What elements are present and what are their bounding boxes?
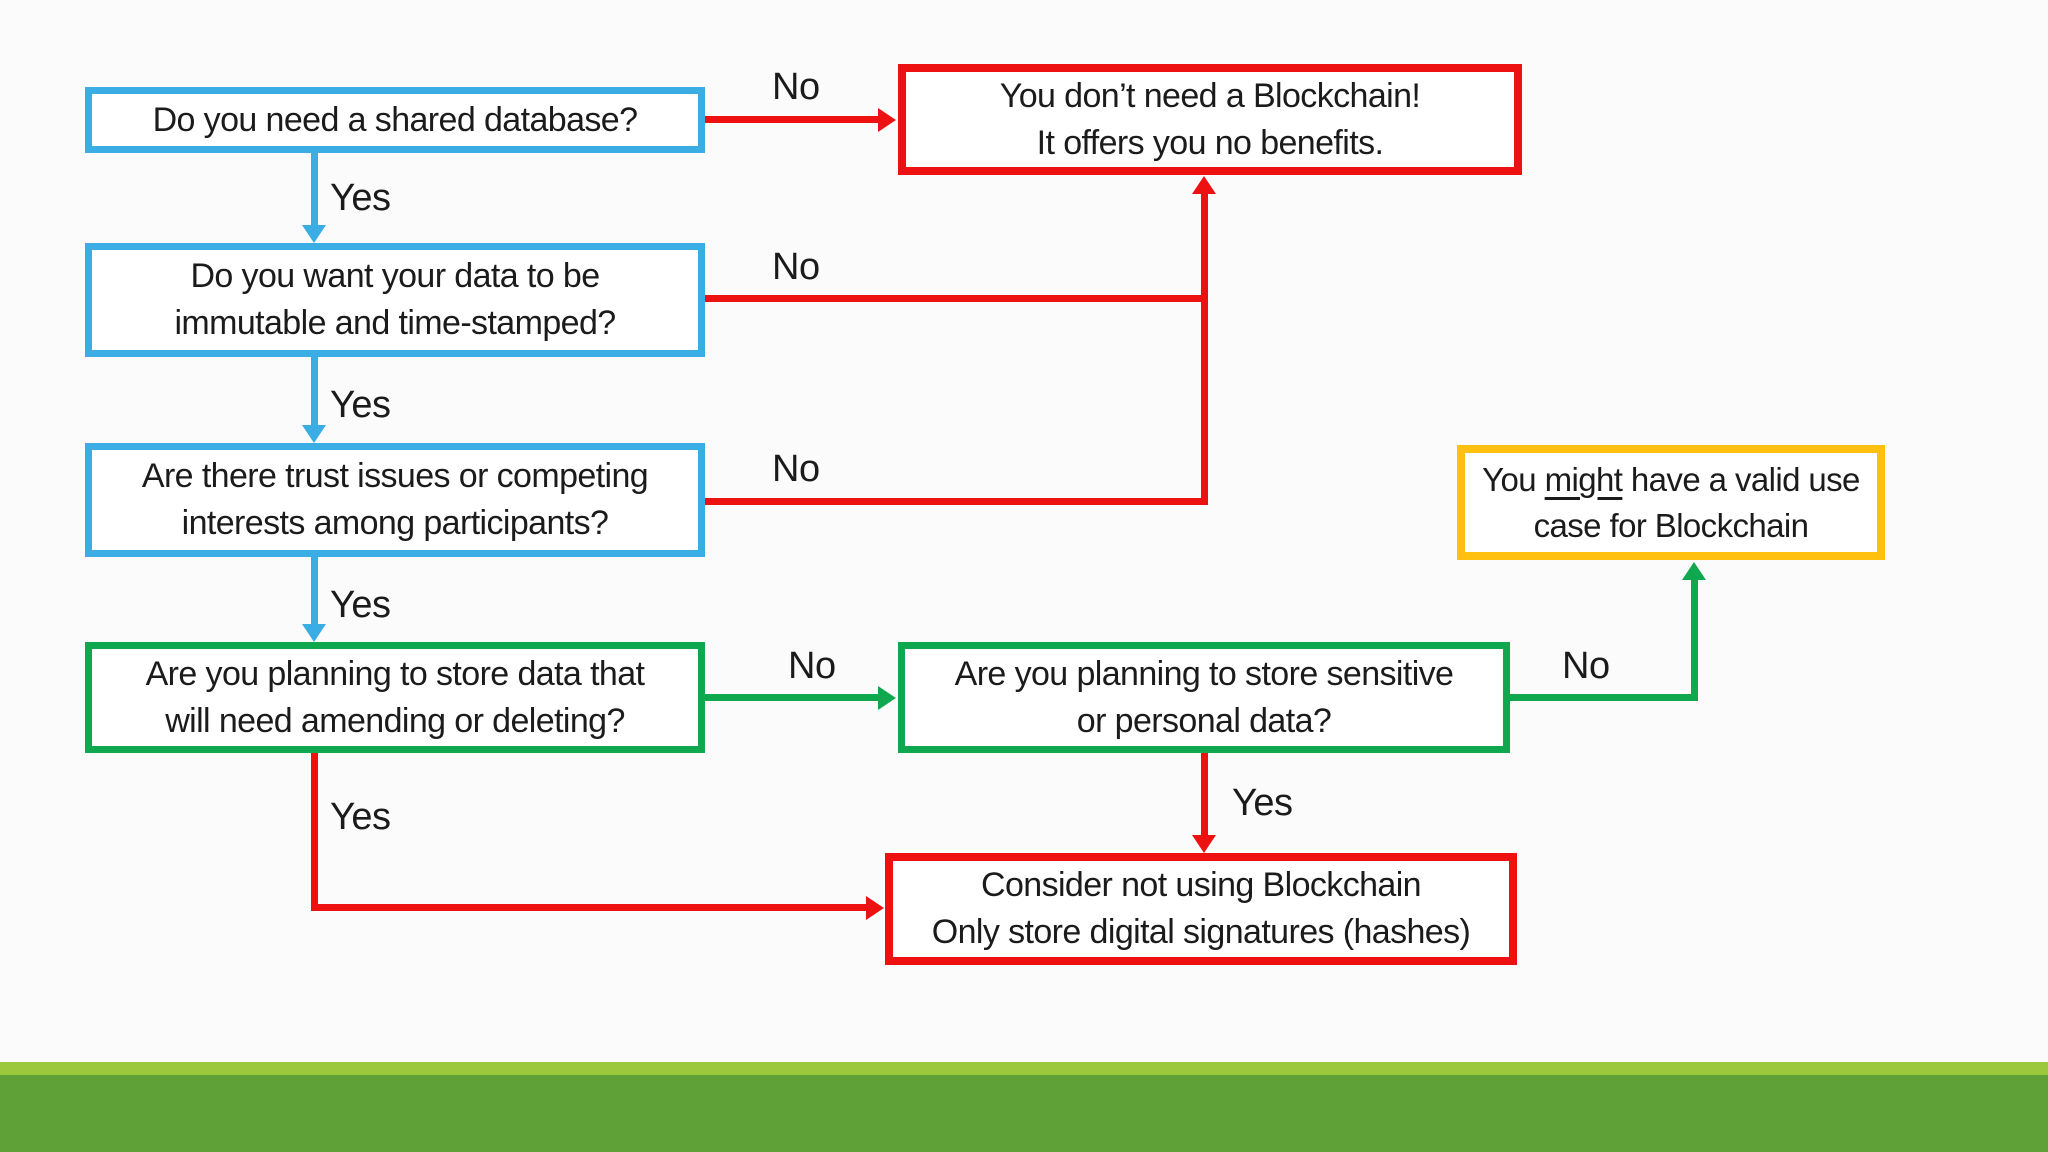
edge-q5-no-line-horizontal — [1510, 694, 1698, 701]
edge-label-q4-yes: Yes — [330, 796, 391, 838]
node-text: Only store digital signatures (hashes) — [931, 913, 1471, 951]
edge-label-q2-no: No — [772, 246, 820, 288]
edge-q1-no-line — [705, 116, 880, 123]
node-outcome-no-blockchain: You don’t need a Blockchain! It offers y… — [898, 64, 1522, 175]
node-text-segment: You — [1482, 460, 1537, 498]
edge-q1-no-arrowhead-icon — [878, 108, 896, 132]
node-text: will need amending or deleting? — [165, 701, 625, 740]
edge-label-q3-no: No — [772, 448, 820, 490]
edge-label-q5-no: No — [1562, 645, 1610, 687]
edge-q4-no-arrowhead-icon — [878, 686, 896, 710]
node-text: case for Blockchain — [1533, 506, 1809, 544]
node-text: It offers you no benefits. — [1036, 123, 1384, 162]
node-text: Do you need a shared database? — [152, 100, 638, 139]
node-text: immutable and time-stamped? — [174, 304, 616, 342]
edge-q1-yes-line — [311, 153, 318, 231]
edge-q3-yes-line — [311, 557, 318, 628]
node-text: Are you planning to store sensitive — [954, 654, 1454, 693]
node-text-segment: have a valid use — [1630, 460, 1861, 498]
node-outcome-might-valid-use: You might have a valid use case for Bloc… — [1457, 445, 1885, 560]
footer-bar — [0, 1075, 2048, 1152]
node-text: Are you planning to store data that — [145, 654, 645, 693]
node-q-immutable: Do you want your data to be immutable an… — [85, 243, 705, 357]
edge-label-q2-yes: Yes — [330, 384, 391, 426]
edge-q4-yes-line-vertical — [311, 753, 318, 911]
node-text: You don’t need a Blockchain! — [999, 76, 1421, 115]
edge-no-trunk-arrowhead-icon — [1192, 176, 1216, 194]
node-q-trust-issues: Are there trust issues or competing inte… — [85, 443, 705, 557]
edge-label-q1-no: No — [772, 66, 820, 108]
edge-q3-yes-arrowhead-icon — [302, 624, 326, 642]
edge-q2-yes-arrowhead-icon — [302, 425, 326, 443]
node-q-shared-database: Do you need a shared database? — [85, 87, 705, 153]
edge-q5-yes-arrowhead-icon — [1192, 835, 1216, 853]
node-text: interests among participants? — [181, 504, 609, 542]
edge-q4-yes-line-horizontal — [311, 904, 868, 911]
edge-q1-yes-arrowhead-icon — [302, 225, 326, 243]
edge-label-q4-no: No — [788, 645, 836, 687]
node-text: You might have a valid use — [1482, 457, 1860, 503]
edge-q5-yes-line — [1201, 753, 1208, 837]
edge-q2-yes-line — [311, 357, 318, 429]
node-text: Consider not using Blockchain — [981, 866, 1422, 904]
edge-label-q3-yes: Yes — [330, 584, 391, 626]
node-text: Are there trust issues or competing — [141, 457, 649, 495]
edge-q5-no-arrowhead-icon — [1682, 562, 1706, 580]
node-q-amend-delete: Are you planning to store data that will… — [85, 642, 705, 753]
edge-label-q1-yes: Yes — [330, 177, 391, 219]
node-outcome-consider-not-using: Consider not using Blockchain Only store… — [885, 853, 1517, 965]
edge-label-q5-yes: Yes — [1232, 782, 1293, 824]
node-text: Do you want your data to be — [190, 257, 600, 295]
footer-accent-strip — [0, 1062, 2048, 1075]
node-text-underlined: might — [1544, 460, 1623, 498]
edge-q2-no-line — [705, 295, 1208, 302]
edge-q4-no-line — [705, 694, 880, 701]
edge-q3-no-line — [705, 498, 1208, 505]
edge-q4-yes-arrowhead-icon — [866, 896, 884, 920]
node-q-sensitive-data: Are you planning to store sensitive or p… — [898, 642, 1510, 753]
node-text: or personal data? — [1076, 701, 1332, 740]
edge-q5-no-line-vertical — [1691, 578, 1698, 701]
edge-no-trunk-line — [1201, 192, 1208, 505]
